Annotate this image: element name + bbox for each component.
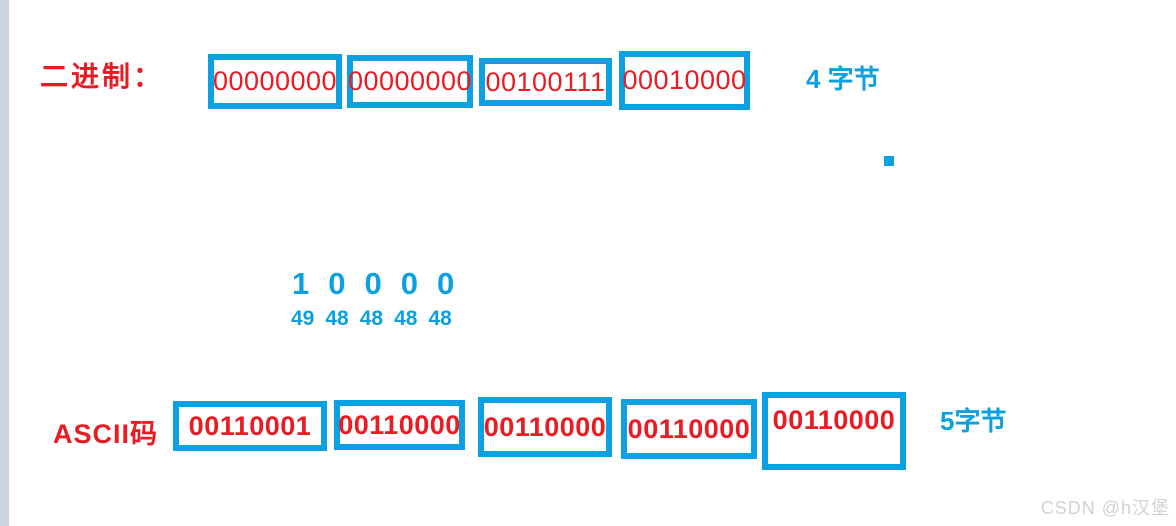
ascii-code-value: 48 xyxy=(359,307,384,330)
decimal-digit: 0 xyxy=(400,266,418,301)
ascii-byte-box: 00110000 xyxy=(478,397,612,457)
ascii-byte-box: 00110000 xyxy=(334,400,465,450)
binary-byte-value: 00000000 xyxy=(347,66,473,96)
ascii-code-value: 48 xyxy=(428,307,452,330)
ascii-byte-box: 00110001 xyxy=(173,401,327,451)
decimal-digits-row: 1 0 0 0 0 xyxy=(292,266,454,302)
ascii-byte-value: 00110000 xyxy=(483,411,607,442)
ascii-code-value: 48 xyxy=(325,307,349,330)
decimal-digit: 1 xyxy=(292,266,310,301)
ascii-byte-count-label: 5字节 xyxy=(940,406,1007,436)
ascii-byte-value: 00110001 xyxy=(188,410,312,441)
csdn-watermark: CSDN @h汉堡 xyxy=(1040,498,1170,518)
binary-row-label: 二进制： xyxy=(40,61,165,92)
ascii-row-label: ASCII码 xyxy=(53,419,159,449)
ascii-byte-box: 00110000 xyxy=(621,399,757,459)
ascii-byte-box: 00110000 xyxy=(762,392,906,470)
binary-byte-value: 00100111 xyxy=(485,66,606,97)
binary-byte-box: 00000000 xyxy=(208,54,342,109)
ascii-code-value: 48 xyxy=(394,307,418,330)
decimal-digit: 0 xyxy=(437,266,455,301)
binary-byte-box: 00010000 xyxy=(619,51,750,110)
ascii-codes-row: 49 48 48 48 48 xyxy=(291,307,452,331)
binary-byte-box: 00100111 xyxy=(479,58,612,106)
ascii-byte-value: 00110000 xyxy=(338,409,461,440)
blue-square-marker xyxy=(884,156,894,166)
ascii-code-value: 49 xyxy=(291,307,315,330)
decimal-digit: 0 xyxy=(364,266,382,301)
binary-byte-value: 00010000 xyxy=(622,65,747,95)
binary-byte-box: 00000000 xyxy=(347,55,473,108)
ascii-byte-value: 00110000 xyxy=(627,413,751,444)
binary-byte-value: 00000000 xyxy=(212,66,338,96)
decimal-digit: 0 xyxy=(328,266,346,301)
ascii-byte-value: 00110000 xyxy=(772,405,896,435)
left-edge-strip xyxy=(0,0,9,526)
binary-byte-count-label: 4 字节 xyxy=(806,64,880,94)
